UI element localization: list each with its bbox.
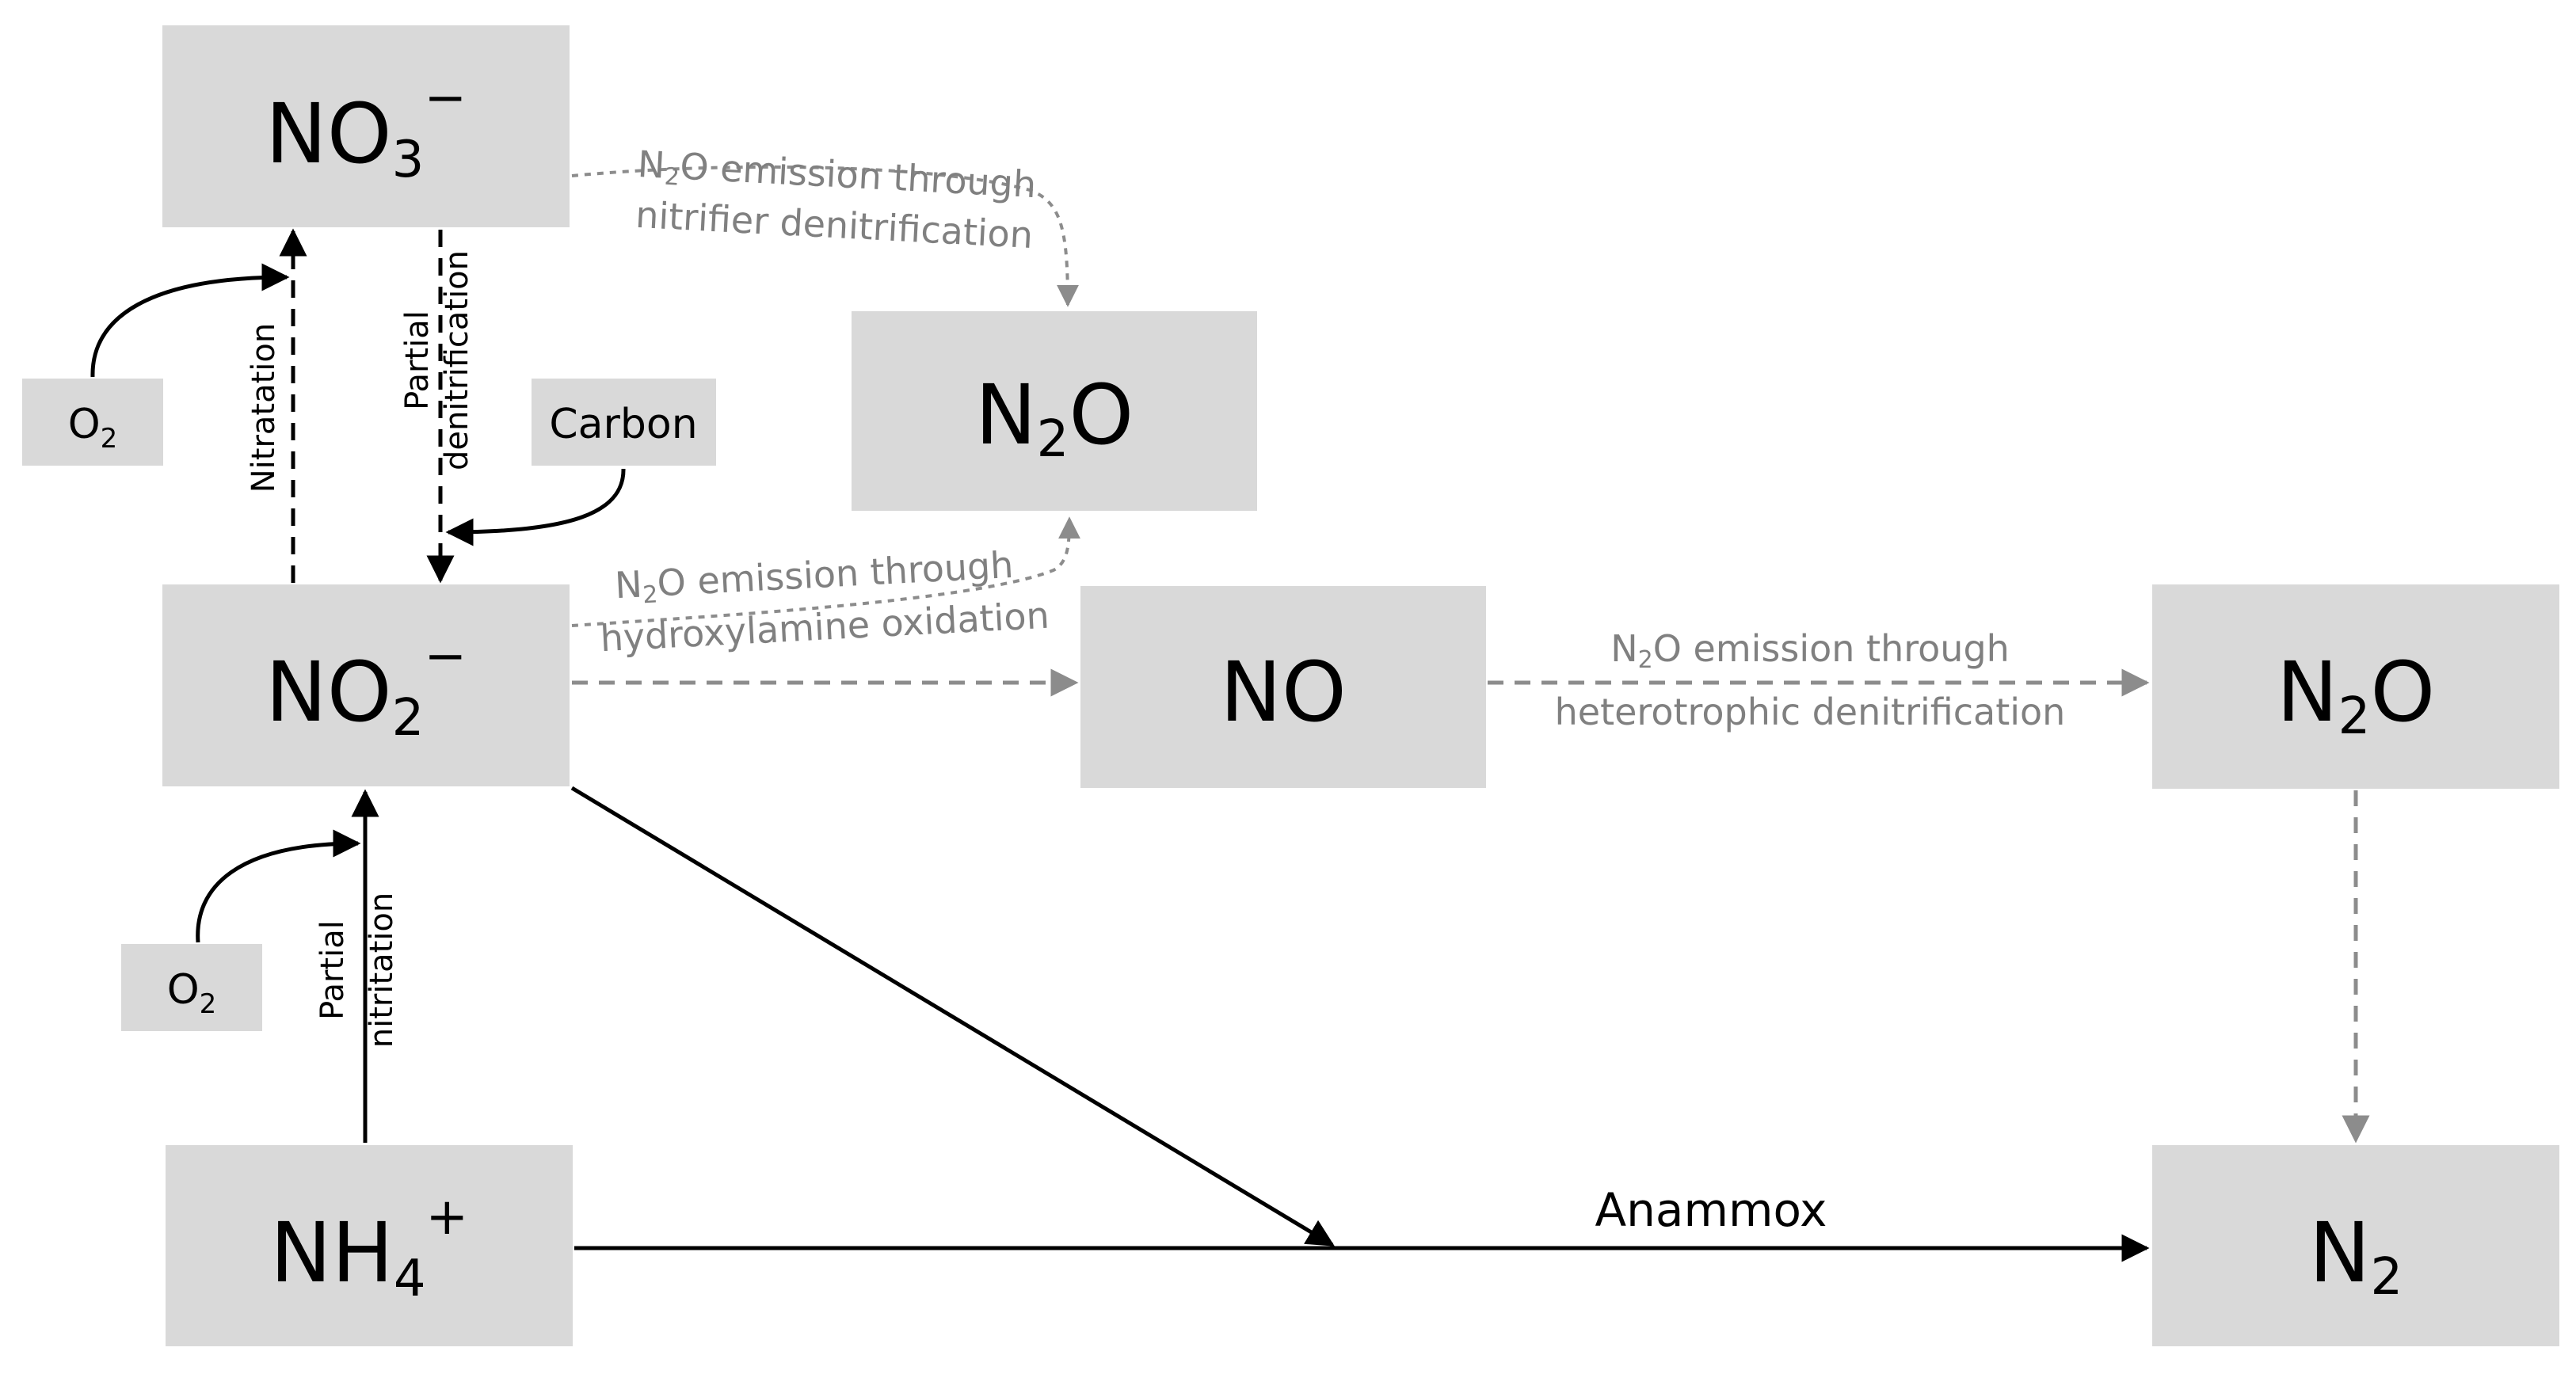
no-box [1080, 586, 1486, 788]
nh4-superscript: + [426, 1188, 469, 1246]
no2-superscript: − [424, 627, 467, 686]
hydroxylamine-label-subscript: 2 [642, 580, 658, 609]
hydroxylamine-oxidation-arrow [571, 516, 1080, 627]
anammox-label: Anammox [1595, 1183, 1827, 1237]
svg-text:N2O emission through: N2O emission through [1610, 627, 2010, 674]
carbon-node: Carbon [532, 379, 716, 466]
nitrifier-denitrification-arrow [571, 165, 1079, 307]
n2o-top-n: N [975, 367, 1037, 463]
o2-upper-subscript: 2 [101, 423, 118, 455]
heterotrophic-label-line-2: heterotrophic denitrification [1555, 691, 2066, 733]
partial-nitritation-label: Partial nitritation [314, 893, 400, 1049]
nitrifier-denitrification-label: N2O emission through nitrifier denitrifi… [634, 143, 1037, 257]
partial-nitritation-line-2: nitritation [364, 893, 400, 1049]
n2o-right-box [2152, 584, 2559, 789]
svg-text:NO3−: NO3− [265, 69, 467, 189]
o2-lower-node: O2 [121, 944, 262, 1031]
o2-upper-node: O2 [22, 379, 163, 466]
svg-text:N2: N2 [2309, 1205, 2403, 1307]
heterotrophic-denitrification-label: N2O emission through heterotrophic denit… [1555, 627, 2066, 733]
partial-denitrification-label: Partial denitrification [399, 250, 475, 470]
n2o-top-box [852, 311, 1257, 511]
n2-node: N2 [2152, 1145, 2559, 1346]
n2-subscript: 2 [2371, 1248, 2403, 1307]
no3-box [162, 25, 570, 227]
n2o-right-subscript: 2 [2338, 687, 2371, 746]
n2o-right-n: N [2277, 644, 2338, 740]
no2-main: NO [265, 644, 392, 740]
partial-denitrification-line-1: Partial [399, 310, 436, 410]
svg-text:N2O: N2O [2277, 644, 2435, 746]
no2-box [162, 584, 570, 786]
n2o-right-o: O [2370, 644, 2435, 740]
nh4-subscript: 4 [394, 1250, 426, 1308]
svg-text:NH4+: NH4+ [270, 1188, 468, 1308]
n2o-top-node: N2O [852, 311, 1257, 511]
svg-text:N2O: N2O [975, 367, 1134, 469]
o2-to-nitratation-arrow [90, 263, 290, 378]
svg-text:O2: O2 [167, 966, 217, 1020]
heterotrophic-label-subscript: 2 [1638, 646, 1653, 674]
nitrifier-label-rest: O emission through [679, 145, 1037, 206]
no2-subscript: 2 [392, 689, 425, 748]
partial-nitritation-line-1: Partial [314, 920, 351, 1020]
o2-lower-o: O [167, 966, 200, 1014]
no2-node: NO2− [162, 584, 570, 786]
carbon-to-denitrification-arrow [445, 468, 626, 546]
n2-n: N [2309, 1205, 2371, 1301]
heterotrophic-label-n: N [1610, 627, 1637, 670]
n2o-right-node: N2O [2152, 584, 2559, 789]
nh4-main: NH [270, 1205, 394, 1301]
no3-subscript: 3 [392, 131, 425, 189]
o2-upper-box [22, 379, 163, 466]
no-node: NO [1080, 586, 1486, 788]
no3-main: NO [265, 86, 392, 182]
hydroxylamine-label-n: N [614, 562, 643, 607]
n2o-top-o: O [1069, 367, 1134, 463]
svg-text:O2: O2 [68, 401, 118, 455]
n2o-top-subscript: 2 [1037, 410, 1069, 469]
nitratation-label: Nitratation [246, 323, 282, 493]
hydroxylamine-oxidation-label: N2O emission through hydroxylamine oxida… [599, 543, 1050, 660]
nh4-box [166, 1145, 573, 1346]
o2-lower-box [121, 944, 262, 1031]
no-label: NO [1220, 644, 1347, 740]
no2-to-anammox-arrow [570, 786, 1335, 1247]
no3-superscript: − [424, 69, 467, 128]
carbon-label: Carbon [549, 401, 697, 448]
o2-to-nitritation-arrow [196, 829, 361, 943]
heterotrophic-label-rest: O emission through [1653, 627, 2010, 670]
svg-text:NO2−: NO2− [265, 627, 467, 748]
nh4-node: NH4+ [166, 1145, 573, 1346]
o2-lower-subscript: 2 [200, 988, 217, 1020]
o2-upper-o: O [68, 401, 101, 448]
partial-denitrification-line-2: denitrification [439, 250, 475, 470]
hydroxylamine-label-rest: O emission through [656, 543, 1014, 604]
carbon-box [532, 379, 716, 466]
no3-node: NO3− [162, 25, 570, 227]
nitrifier-label-n: N [637, 143, 666, 187]
n2-box [2152, 1145, 2559, 1346]
nitrifier-label-subscript: 2 [664, 163, 680, 192]
